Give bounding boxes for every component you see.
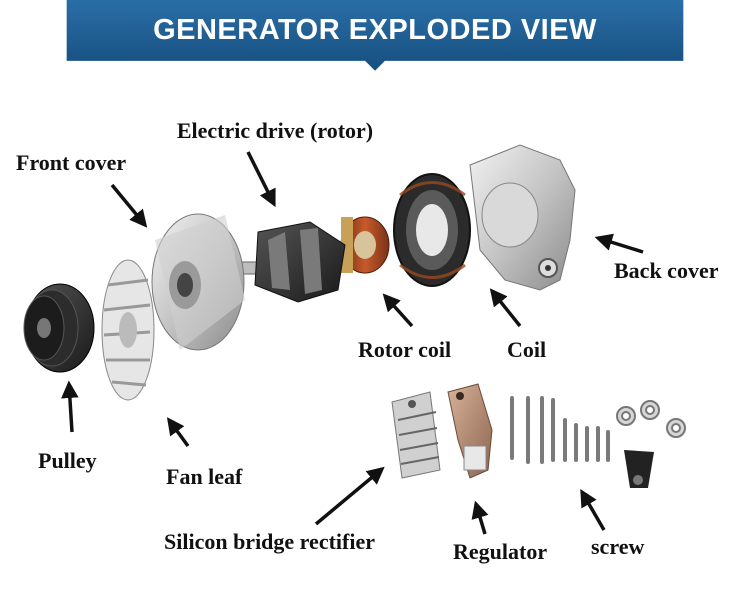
header-banner	[66, 0, 684, 71]
coil-part	[393, 173, 471, 287]
arrow-front-cover	[110, 183, 148, 228]
arrow-rectifier	[314, 466, 385, 526]
label-pulley: Pulley	[38, 448, 97, 473]
label-silicon-bridge-rectifier: Silicon bridge rectifier	[164, 529, 375, 554]
page-title: GENERATOR EXPLODED VIEW	[153, 14, 597, 46]
label-fan-leaf: Fan leaf	[166, 464, 243, 489]
arrow-coil	[489, 288, 522, 328]
rotor-coil-part	[340, 216, 390, 274]
nuts-part	[616, 400, 686, 438]
rectifier-part	[391, 391, 441, 479]
arrow-fan-leaf	[166, 417, 190, 448]
label-front-cover: Front cover	[16, 150, 127, 175]
arrow-screw	[580, 488, 606, 531]
back-cover-part	[469, 144, 576, 291]
arrow-back-cover	[594, 233, 644, 254]
label-screw: screw	[591, 534, 645, 559]
label-back-cover: Back cover	[614, 258, 719, 283]
arrow-electric-drive	[246, 151, 276, 208]
screws-part	[510, 396, 610, 464]
regulator-part	[447, 383, 493, 479]
label-electric-drive: Electric drive (rotor)	[176, 118, 374, 143]
label-regulator: Regulator	[453, 539, 548, 564]
label-coil: Coil	[507, 337, 547, 362]
arrow-regulator	[471, 500, 489, 535]
pulley-part	[23, 283, 95, 373]
bracket-part	[624, 450, 654, 488]
label-rotor-coil: Rotor coil	[358, 337, 452, 362]
arrow-rotor-coil	[382, 293, 414, 328]
front-cover-part	[151, 213, 245, 351]
fan-leaf-part	[101, 259, 155, 401]
arrow-pulley	[61, 380, 79, 433]
